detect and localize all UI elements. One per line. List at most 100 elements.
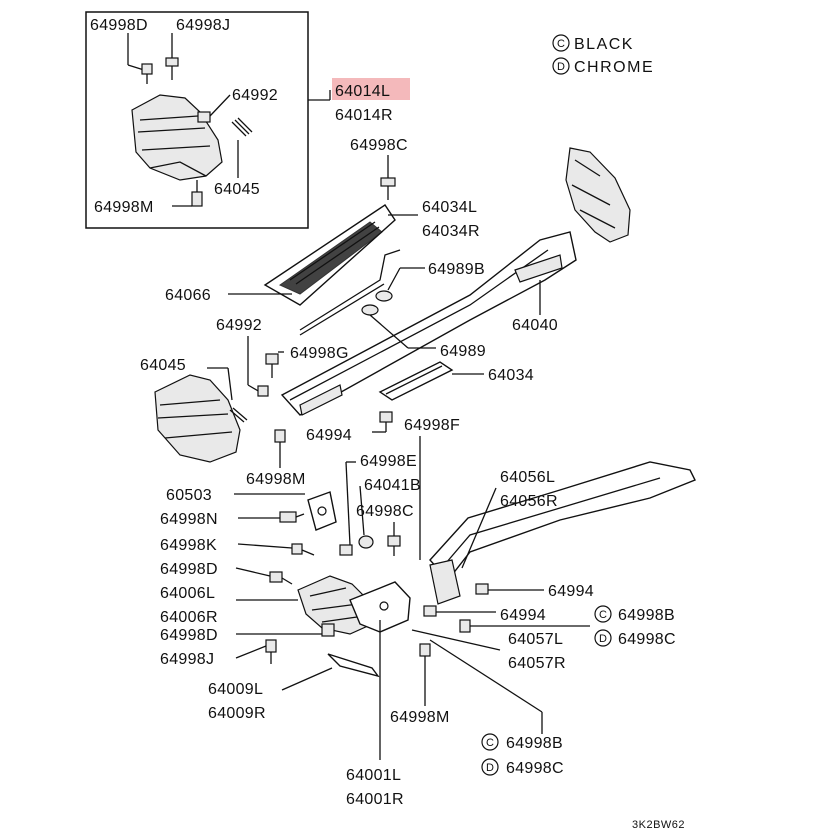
label-64041b: 64041B <box>364 477 421 494</box>
leader-64056 <box>461 487 497 569</box>
inset-bolt-64998j <box>165 33 179 80</box>
label-64014l: 64014L <box>335 83 390 100</box>
end-cap-mid <box>154 374 241 463</box>
label-64056r: 64056R <box>500 493 558 510</box>
bracket-plate-64034 <box>378 361 454 401</box>
label-64998e: 64998E <box>360 453 417 470</box>
label-64989: 64989 <box>440 343 486 360</box>
label-64994-r1: 64994 <box>548 583 594 600</box>
highlight-64014l <box>332 78 410 100</box>
bolt-64998k <box>237 543 315 556</box>
frame-rail <box>429 461 696 605</box>
label-64998b-bot: 64998B <box>506 735 563 752</box>
circle-bot-c <box>481 733 499 751</box>
label-64998g: 64998G <box>290 345 349 362</box>
label-64994-mid: 64994 <box>306 427 352 444</box>
label-64998c-r: 64998C <box>618 631 676 648</box>
label-64034r: 64034R <box>422 223 480 240</box>
spring-pin-mid <box>229 407 248 423</box>
legend-code-d: D <box>557 61 565 73</box>
leader-64041b <box>359 485 365 536</box>
legend: C BLACK D CHROME <box>552 34 654 76</box>
label-64998k: 64998K <box>160 537 217 554</box>
label-64992-inset: 64992 <box>232 87 278 104</box>
leader-64998e-b <box>345 461 351 546</box>
label-64057l: 64057L <box>508 631 563 648</box>
inset-box <box>85 11 309 229</box>
label-64057r: 64057R <box>508 655 566 672</box>
bolt-64998m-mid <box>274 429 286 468</box>
label-64009l: 64009L <box>208 681 263 698</box>
plate-60503 <box>307 491 337 531</box>
label-64992-mid: 64992 <box>216 317 262 334</box>
label-64998d-inset: 64998D <box>90 17 148 34</box>
legend-black: BLACK <box>574 36 634 53</box>
label-64001r: 64001R <box>346 791 404 808</box>
label-64006r: 64006R <box>160 609 218 626</box>
label-64994-r2: 64994 <box>500 607 546 624</box>
bumper-beam <box>280 231 577 416</box>
label-64040: 64040 <box>512 317 558 334</box>
label-64998d-a: 64998D <box>160 561 218 578</box>
leader-64992-inset <box>209 94 231 117</box>
label-64998f: 64998F <box>404 417 460 434</box>
label-64998j-inset: 64998J <box>176 17 230 34</box>
nut-64994-r1 <box>475 583 544 595</box>
bolt-64998g <box>265 351 284 378</box>
label-64009r: 64009R <box>208 705 266 722</box>
step-pad <box>263 204 396 306</box>
washer-64041b <box>358 535 374 549</box>
figure-code: 3K2BW62 <box>632 819 685 831</box>
legend-chrome: CHROME <box>574 59 654 76</box>
label-64998d-b: 64998D <box>160 627 218 644</box>
bolt-64998b-r <box>459 619 590 633</box>
label-64998m-bot: 64998M <box>390 709 450 726</box>
legend-circle-d <box>552 57 570 75</box>
leader-64057 <box>411 629 501 651</box>
label-64045-mid: 64045 <box>140 357 186 374</box>
inset-bolt-64998d <box>127 33 153 84</box>
label-64998c-bot: 64998C <box>506 760 564 777</box>
circle-r-d-code: D <box>599 633 607 645</box>
bolt-64998m-bot <box>419 643 431 706</box>
inset-end-cap <box>131 94 223 181</box>
label-64045-inset: 64045 <box>214 181 260 198</box>
spacer-64989 <box>361 304 436 349</box>
strap-64009 <box>281 653 380 691</box>
label-64034: 64034 <box>488 367 534 384</box>
bolt-64998e <box>339 544 353 556</box>
bolt-64998c-mid <box>387 522 401 556</box>
label-64006l: 64006L <box>160 585 215 602</box>
trim-strip <box>299 249 401 336</box>
label-64998c-top: 64998C <box>350 137 408 154</box>
label-64998j-b: 64998J <box>160 651 214 668</box>
leader-64045-mid-b <box>227 367 233 401</box>
circle-r-c <box>594 605 612 623</box>
label-60503: 60503 <box>166 487 212 504</box>
legend-circle-c <box>552 34 570 52</box>
label-64014r: 64014R <box>335 107 393 124</box>
circle-bot-c-code: C <box>486 737 494 749</box>
legend-code-c: C <box>557 38 565 50</box>
label-64001l: 64001L <box>346 767 401 784</box>
nut-64992-mid <box>257 385 269 397</box>
label-64998c-mid: 64998C <box>356 503 414 520</box>
inset-spring-pin <box>231 117 253 137</box>
bolt-64998j-b <box>235 639 277 664</box>
bolt-64998d-a <box>235 567 293 585</box>
label-64998n: 64998N <box>160 511 218 528</box>
bumper-end-bracket <box>565 147 631 243</box>
circle-r-c-code: C <box>599 609 607 621</box>
mounting-bracket <box>297 575 411 635</box>
label-64066: 64066 <box>165 287 211 304</box>
nut-64994-mid <box>372 411 393 433</box>
inset-bolt-64998m <box>172 180 203 207</box>
bolt-64998d-b <box>236 623 335 637</box>
label-64998m-mid: 64998M <box>246 471 306 488</box>
cap-64989b <box>375 267 425 302</box>
circle-bot-d <box>481 758 499 776</box>
label-64989b: 64989B <box>428 261 485 278</box>
bolt-64998n <box>238 511 305 523</box>
